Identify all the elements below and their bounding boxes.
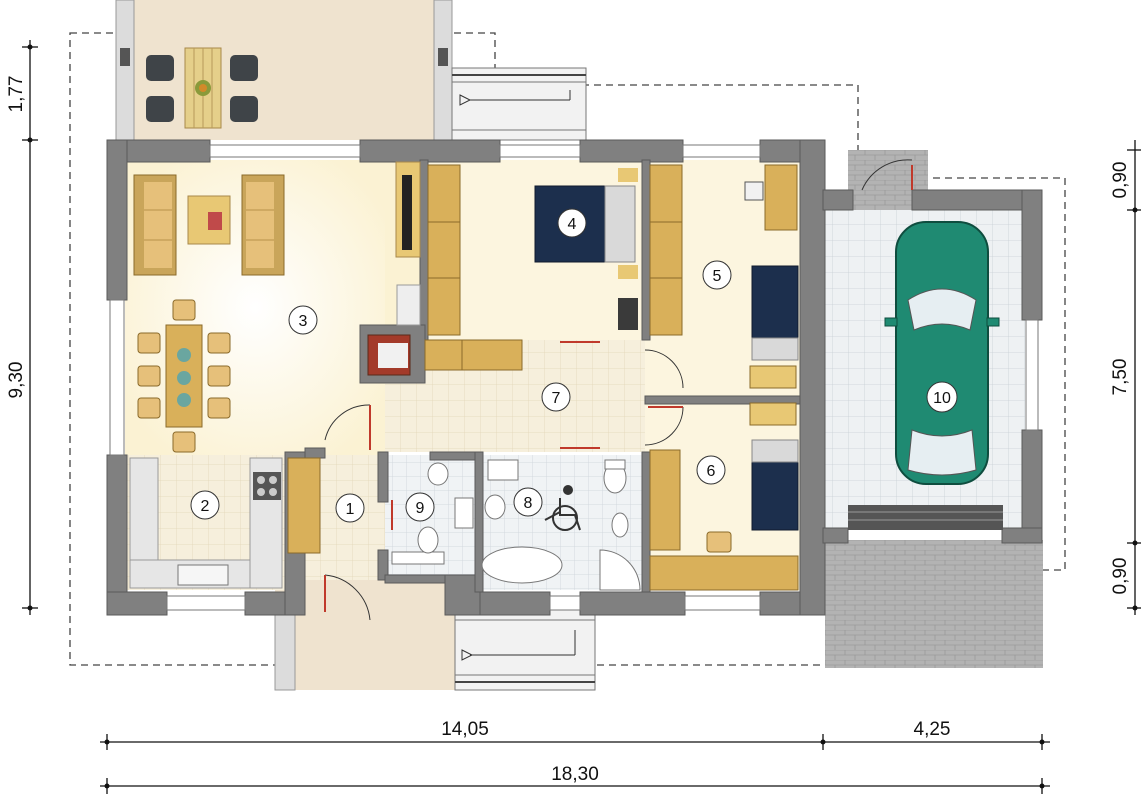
- room-labels: 1 2 3 4 5 6 7 8 9 10: [190, 208, 958, 523]
- dim-bottom-house: 14,05: [441, 719, 489, 740]
- cooktop: [253, 472, 281, 500]
- room-label-4: 4: [557, 208, 587, 238]
- garage-door: [848, 505, 1003, 530]
- desk-5: [764, 164, 798, 231]
- outdoor-dining-table: [146, 47, 258, 129]
- bed-6: [751, 439, 799, 531]
- doors: [324, 159, 913, 621]
- sofa-left: [133, 174, 177, 276]
- entry-wardrobe: [287, 457, 321, 554]
- windows: [109, 144, 1039, 611]
- tv: [402, 175, 412, 250]
- dim-bottom-total: 18,30: [551, 764, 599, 785]
- bed-5: [751, 265, 799, 361]
- svg-text:7: 7: [552, 390, 561, 407]
- dimension-lines: [22, 40, 1141, 794]
- hall-wardrobe: [424, 339, 523, 371]
- svg-text:8: 8: [524, 495, 533, 512]
- svg-text:3: 3: [299, 313, 308, 330]
- front-stairs: [454, 609, 596, 691]
- room-label-1: 1: [335, 493, 365, 523]
- car: [884, 221, 1000, 485]
- bedroom-6-wardrobe: [649, 449, 681, 551]
- bathtub: [481, 546, 563, 584]
- room-label-6: 6: [696, 455, 726, 485]
- svg-text:2: 2: [201, 498, 210, 515]
- garage-apron: [825, 540, 1043, 668]
- room-label-3: 3: [288, 305, 318, 335]
- desk-6: [649, 555, 799, 591]
- room-label-7: 7: [541, 382, 571, 412]
- bedroom-4-wardrobe: [427, 164, 461, 336]
- svg-text:1: 1: [346, 501, 355, 518]
- rear-stairs: [451, 67, 587, 141]
- svg-text:6: 6: [707, 463, 716, 480]
- dim-left-total: 9,30: [6, 362, 27, 399]
- dim-right-bottom: 0,90: [1110, 558, 1131, 595]
- bathroom-fixtures: [417, 459, 641, 591]
- dim-right-top: 0,90: [1110, 162, 1131, 199]
- dining-table: [137, 299, 231, 453]
- svg-text:9: 9: [416, 500, 425, 517]
- wc-toilet: [417, 526, 439, 554]
- wheelchair-icon: [544, 485, 581, 531]
- svg-text:4: 4: [568, 216, 577, 233]
- room-label-8: 8: [513, 487, 543, 517]
- room-label-10: 10: [926, 381, 958, 413]
- svg-text:10: 10: [933, 390, 951, 407]
- kitchen-sink: [177, 564, 229, 586]
- room-label-5: 5: [702, 260, 732, 290]
- svg-text:5: 5: [713, 268, 722, 285]
- dim-right-middle: 7,50: [1110, 359, 1131, 396]
- room-label-2: 2: [190, 490, 220, 520]
- dimension-ticks: [27, 44, 1138, 789]
- dim-bottom-garage: 4,25: [914, 719, 951, 740]
- room-label-9: 9: [405, 492, 435, 522]
- sofa-right: [241, 174, 285, 276]
- bedroom-5-wardrobe: [649, 164, 683, 336]
- dim-left-terrace: 1,77: [6, 76, 27, 113]
